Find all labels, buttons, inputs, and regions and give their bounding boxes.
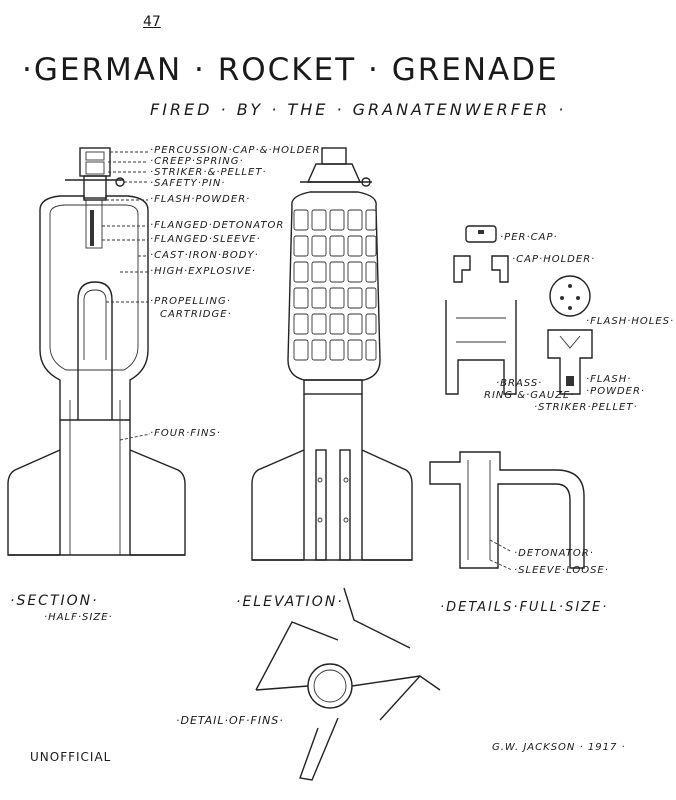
label-flash-holes: ·FLASH·HOLES· xyxy=(586,316,675,327)
section-view-drawing xyxy=(7,147,186,556)
label-cartridge: CARTRIDGE· xyxy=(160,309,232,320)
label-safety-pin: ·SAFETY·PIN· xyxy=(150,178,226,189)
label-sleeve-loose: ·SLEEVE·LOOSE· xyxy=(514,565,609,576)
label-flash: ·FLASH· xyxy=(586,374,632,385)
label-flanged-sleeve: ·FLANGED·SLEEVE· xyxy=(150,234,261,245)
label-ring-gauze: RING·&·GAUZE· xyxy=(484,390,575,401)
label-creep-spring: ·CREEP·SPRING· xyxy=(150,156,244,167)
section-scale: ·HALF·SIZE· xyxy=(44,612,113,623)
label-flanged-detonator: ·FLANGED·DETONATOR xyxy=(150,220,285,231)
fins-detail-caption: ·DETAIL·OF·FINS· xyxy=(176,714,284,727)
elevation-view-drawing xyxy=(251,147,413,561)
label-powder: ·POWDER· xyxy=(586,386,646,397)
details-caption: ·DETAILS·FULL·SIZE· xyxy=(440,600,609,615)
label-detonator: ·DETONATOR· xyxy=(514,548,594,559)
label-brass: ·BRASS· xyxy=(496,378,543,389)
fins-detail-drawing xyxy=(255,587,441,781)
label-striker-pellet-detail: ·STRIKER·PELLET· xyxy=(534,402,638,413)
label-percussion-cap: ·PERCUSSION·CAP·&·HOLDER· xyxy=(150,145,325,156)
unofficial-stamp: UNOFFICIAL xyxy=(30,750,112,764)
label-flash-powder: ·FLASH·POWDER· xyxy=(150,194,251,205)
artist-signature: G.W. JACKSON · 1917 · xyxy=(492,742,626,753)
elevation-caption: ·ELEVATION· xyxy=(236,594,344,610)
drawing-title: ·GERMAN · ROCKET · GRENADE xyxy=(22,52,559,88)
section-caption: ·SECTION· xyxy=(10,593,99,609)
label-propelling: ·PROPELLING· xyxy=(150,296,231,307)
label-per-cap: ·PER·CAP· xyxy=(500,232,558,243)
label-cast-iron-body: ·CAST·IRON·BODY· xyxy=(150,250,259,261)
drawing-subtitle: FIRED · BY · THE · GRANATENWERFER · xyxy=(150,100,567,119)
label-high-explosive: ·HIGH·EXPLOSIVE· xyxy=(150,266,257,277)
label-striker-pellet: ·STRIKER·&·PELLET· xyxy=(150,167,267,178)
label-four-fins: ·FOUR·FINS· xyxy=(150,428,221,439)
details-drawing xyxy=(429,225,593,571)
page-number: 47 xyxy=(143,14,161,30)
label-cap-holder: ·CAP·HOLDER· xyxy=(512,254,596,265)
